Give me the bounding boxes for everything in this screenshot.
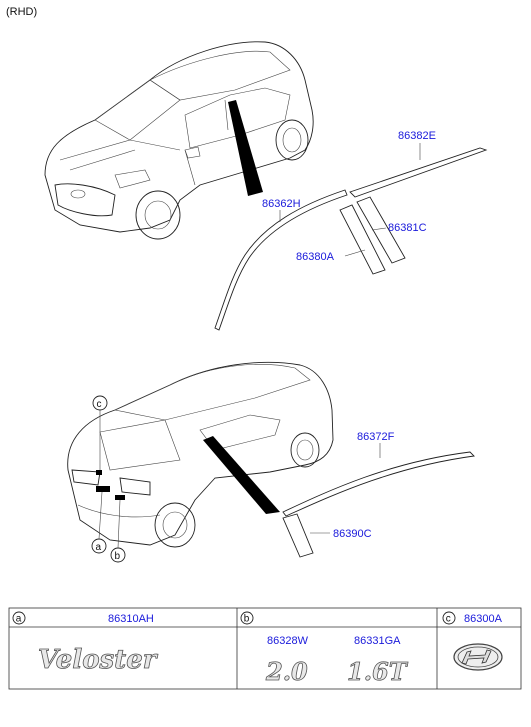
front-car-illustration [44,41,314,240]
svg-text:c: c [97,399,102,410]
part-86372F-shape [282,451,475,517]
part-86380A-shape [339,204,386,275]
part-label-86331GA[interactable]: 86331GA [354,635,401,647]
c-pillar-highlight [203,436,280,514]
part-label-86381C[interactable]: 86381C [388,222,427,234]
part-label-86362H[interactable]: 86362H [262,198,301,210]
part-label-86310AH[interactable]: 86310AH [108,613,154,625]
part-86382E-shape [349,147,488,198]
part-86381C-shape [356,196,406,264]
svg-text:a: a [16,614,22,625]
part-label-86328W[interactable]: 86328W [267,635,309,647]
b-pillar-highlight [228,100,263,196]
part-label-86300A[interactable]: 86300A [464,613,503,625]
svg-text:b: b [244,614,250,625]
callout-a[interactable]: a [91,491,107,554]
svg-text:c: c [446,614,451,625]
variant-label: (RHD) [6,6,37,18]
side-moulding-parts [282,451,475,558]
veloster-emblem: Veloster [38,645,159,675]
roof-moulding-parts [214,147,488,331]
2-0-emblem: 2.0 [265,657,308,686]
hyundai-logo-icon [453,643,503,671]
callout-b[interactable]: b [110,499,126,563]
part-label-86382E[interactable]: 86382E [398,130,436,142]
table-cell-a: a 86310AH Veloster [12,611,159,675]
part-label-86380A[interactable]: 86380A [296,251,335,263]
table-cell-b: b 86328W 86331GA 2.0 1.6T [240,611,409,686]
part-86362H-shape [214,189,348,331]
table-cell-c: c 86300A [442,611,503,671]
part-label-86372F[interactable]: 86372F [357,431,395,443]
rear-car-illustration [67,361,334,548]
svg-text:a: a [96,542,102,553]
callout-c[interactable]: c [92,395,108,470]
part-label-86390C[interactable]: 86390C [333,528,372,540]
part-86390C-shape [282,513,314,558]
emblem-table: a 86310AH Veloster b 86328W 86331GA 2.0 … [8,607,522,690]
svg-text:b: b [115,551,121,562]
1-6t-emblem: 1.6T [347,657,409,686]
